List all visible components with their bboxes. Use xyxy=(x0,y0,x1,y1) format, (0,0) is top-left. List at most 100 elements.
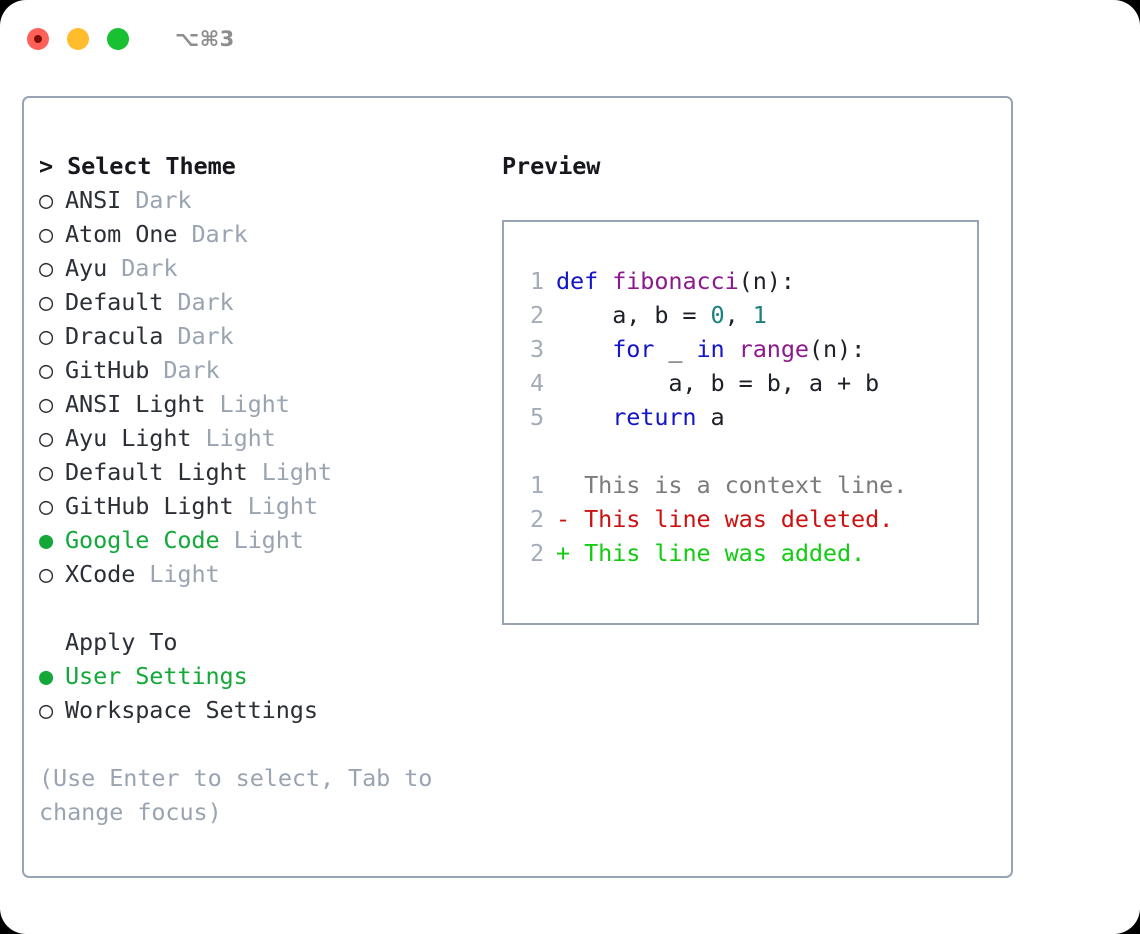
theme-option-ansi[interactable]: ○ ANSI Dark xyxy=(39,183,494,217)
apply-to-option-user-settings[interactable]: ● User Settings xyxy=(39,659,494,693)
theme-option-default-light[interactable]: ○ Default Light Light xyxy=(39,455,494,489)
line-number: 2 xyxy=(529,301,544,329)
radio-selected-icon: ● xyxy=(39,526,54,554)
select-theme-header: > Select Theme xyxy=(39,152,236,180)
apply-to-option-label: Workspace Settings xyxy=(65,696,318,724)
theme-option-category: Light xyxy=(233,492,318,520)
apply-to-header: ○Apply To xyxy=(39,625,494,659)
theme-option-category: Light xyxy=(219,526,304,554)
radio-unselected-icon: ○ xyxy=(39,424,54,452)
theme-option-dracula[interactable]: ○ Dracula Dark xyxy=(39,319,494,353)
line-number: 2 xyxy=(529,505,544,533)
preview-header: Preview xyxy=(502,152,601,180)
apply-to-option-label: User Settings xyxy=(65,662,248,690)
theme-option-label: Atom One xyxy=(65,220,178,248)
diff-line-added: 2+ This line was added. xyxy=(518,536,971,570)
code-token: fibonacci xyxy=(612,267,739,295)
radio-unselected-icon: ○ xyxy=(39,492,54,520)
radio-unselected-icon: ○ xyxy=(39,458,54,486)
code-token: _ xyxy=(654,335,697,363)
code-token: in xyxy=(696,335,725,363)
theme-option-category: Light xyxy=(191,424,276,452)
theme-option-label: ANSI xyxy=(65,186,122,214)
theme-option-ansi-light[interactable]: ○ ANSI Light Light xyxy=(39,387,494,421)
radio-unselected-icon: ○ xyxy=(39,322,54,350)
theme-option-list[interactable]: ○ ANSI Dark ○ Atom One Dark ○ Ayu Dark ○ Defaul… xyxy=(39,183,494,591)
diff-text: This line was added. xyxy=(584,539,866,567)
code-token: a, b = b, a + b xyxy=(556,369,880,397)
code-token: def xyxy=(556,267,613,295)
theme-selector-panel: > Select Theme ○ANSI Dark○Atom One Dark○… xyxy=(39,149,494,829)
theme-option-label: Ayu xyxy=(65,254,108,282)
theme-option-default[interactable]: ○ Default Dark xyxy=(39,285,494,319)
radio-unselected-icon: ○ xyxy=(39,696,54,724)
diff-text: This is a context line. xyxy=(584,471,908,499)
theme-option-category: Dark xyxy=(177,220,248,248)
diff-line-context: 1 This is a context line. xyxy=(518,468,971,502)
radio-unselected-icon: ○ xyxy=(39,220,54,248)
radio-unselected-icon: ○ xyxy=(39,356,54,384)
theme-option-atom-one[interactable]: ○ Atom One Dark xyxy=(39,217,494,251)
diff-text: This line was deleted. xyxy=(584,505,894,533)
minimize-button[interactable] xyxy=(67,28,89,50)
theme-option-google-code[interactable]: ● Google Code Light xyxy=(39,523,494,557)
close-button[interactable] xyxy=(27,28,49,50)
hint-spacer xyxy=(39,727,494,761)
radio-selected-icon: ● xyxy=(39,662,54,690)
maximize-button[interactable] xyxy=(107,28,129,50)
code-token: (n): xyxy=(808,335,866,363)
code-line: 4 a, b = b, a + b xyxy=(518,366,971,400)
radio-unselected-icon: ○ xyxy=(39,288,54,316)
theme-option-label: Dracula xyxy=(65,322,164,350)
theme-option-category: Dark xyxy=(163,288,234,316)
theme-option-category: Light xyxy=(135,560,220,588)
theme-option-github[interactable]: ○GitHub Dark xyxy=(39,353,494,387)
diff-line-deleted: 2- This line was deleted. xyxy=(518,502,971,536)
theme-option-category: Light xyxy=(205,390,290,418)
radio-unselected-icon: ○ xyxy=(39,390,54,418)
theme-option-category: Light xyxy=(247,458,332,486)
radio-unselected-icon: ○ xyxy=(39,186,54,214)
theme-option-label: XCode xyxy=(65,560,136,588)
theme-option-xcode[interactable]: ○XCode Light xyxy=(39,557,494,591)
title-bar: ⌥⌘3 xyxy=(0,0,1140,78)
code-line: 5 return a xyxy=(518,400,971,434)
theme-option-label: Default xyxy=(65,288,164,316)
code-token: a, b = xyxy=(556,301,711,329)
code-line: 1 def fibonacci(n): xyxy=(518,264,971,298)
code-token: (n): xyxy=(738,267,795,295)
theme-option-github-light[interactable]: ○ GitHub Light Light xyxy=(39,489,494,523)
code-token xyxy=(725,335,739,363)
panel-spacer xyxy=(39,591,494,625)
line-number: 4 xyxy=(529,369,544,397)
theme-option-label: ANSI Light xyxy=(65,390,206,418)
code-blank-line xyxy=(518,434,971,468)
content-frame: > Select Theme ○ANSI Dark○Atom One Dark○… xyxy=(22,96,1013,878)
diff-marker xyxy=(556,471,584,499)
theme-option-label: Default Light xyxy=(65,458,248,486)
line-number: 1 xyxy=(529,267,544,295)
apply-to-option-list[interactable]: ● User Settings ○ Workspace Settings xyxy=(39,659,494,727)
theme-option-label: Ayu Light xyxy=(65,424,192,452)
theme-option-ayu-light[interactable]: ○ Ayu Light Light xyxy=(39,421,494,455)
theme-option-ayu[interactable]: ○ Ayu Dark xyxy=(39,251,494,285)
apply-to-option-workspace-settings[interactable]: ○ Workspace Settings xyxy=(39,693,494,727)
theme-option-category: Dark xyxy=(163,322,234,350)
code-line: 3 for _ in range(n): xyxy=(518,332,971,366)
code-token: , xyxy=(724,301,753,329)
theme-option-label: GitHub Light xyxy=(65,492,234,520)
code-token: for xyxy=(556,335,655,363)
apply-to-header-indent: ○ xyxy=(39,625,65,659)
theme-option-label: Google Code xyxy=(65,526,220,554)
theme-option-category: Dark xyxy=(107,254,178,282)
code-token: return xyxy=(556,403,697,431)
theme-option-label: GitHub xyxy=(65,356,150,384)
code-token: a xyxy=(696,403,725,431)
radio-unselected-icon: ○ xyxy=(39,254,54,282)
theme-option-category: Dark xyxy=(121,186,192,214)
keyboard-hint-text: (Use Enter to select, Tab to change focu… xyxy=(39,764,447,826)
